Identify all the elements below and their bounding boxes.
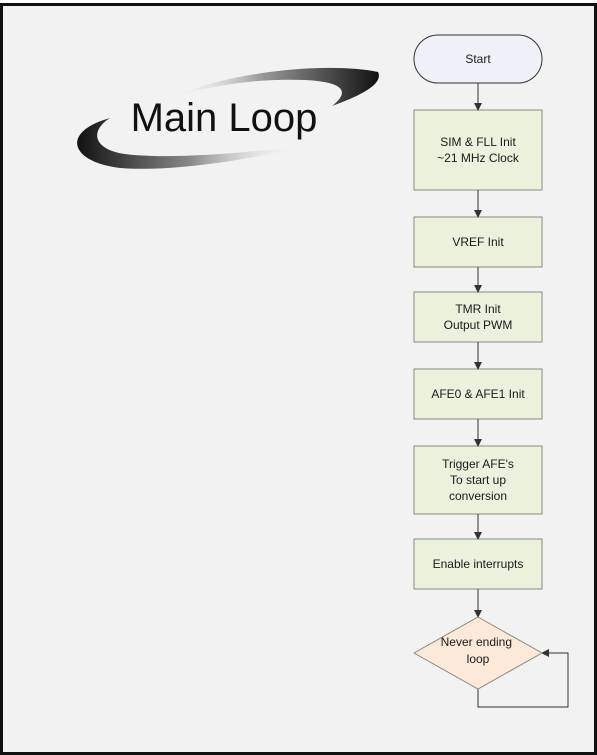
process-step-label-line: VREF Init	[452, 235, 504, 249]
process-step-label: VREF Init	[452, 235, 504, 249]
process-step-box	[413, 538, 543, 590]
title-text: Main Loop	[131, 96, 318, 140]
process-step-label-line: Enable interrupts	[433, 557, 524, 571]
process-step: VREF Init	[413, 216, 543, 268]
process-step-box	[413, 445, 543, 515]
process-step-label: SIM & FLL Init ~21 MHz Clock	[437, 135, 520, 165]
process-step: SIM & FLL Init ~21 MHz Clock	[413, 109, 543, 191]
decision-label-line: Never ending	[441, 635, 512, 649]
start-terminal: Start	[413, 34, 543, 84]
process-step-box	[413, 109, 543, 191]
start-label: Start	[465, 52, 491, 66]
decision-label: Never ending loop	[441, 635, 516, 666]
decision-label-line: loop	[467, 652, 490, 666]
title-swoosh-bottom	[77, 118, 305, 169]
process-step-label: Trigger AFE's To start up conversion	[442, 457, 514, 503]
process-step: Trigger AFE's To start up conversion	[413, 445, 543, 515]
decision-node: Never ending loop	[412, 616, 544, 690]
process-step-label-line: SIM & FLL Init	[440, 135, 516, 149]
process-step-label: Enable interrupts	[433, 557, 524, 571]
connectors	[474, 83, 569, 708]
process-step-label-line: Output PWM	[444, 318, 513, 332]
loop-back-connector	[477, 649, 569, 708]
process-step-box	[413, 368, 543, 420]
process-step: Enable interrupts	[413, 538, 543, 590]
process-step-label-line: ~21 MHz Clock	[437, 151, 520, 165]
process-step-label-line: To start up	[450, 473, 506, 487]
title-swoosh-top	[165, 67, 379, 106]
decision-diamond	[412, 616, 544, 690]
process-step-label-line: TMR Init	[455, 302, 501, 316]
process-step: AFE0 & AFE1 Init	[413, 368, 543, 420]
title-logo: Main Loop	[77, 67, 379, 169]
process-step-label-line: AFE0 & AFE1 Init	[431, 387, 525, 401]
process-step-label: AFE0 & AFE1 Init	[431, 387, 525, 401]
process-step-label-line: Trigger AFE's	[442, 457, 514, 471]
process-step-label-line: conversion	[449, 489, 507, 503]
process-step-box	[413, 291, 543, 343]
